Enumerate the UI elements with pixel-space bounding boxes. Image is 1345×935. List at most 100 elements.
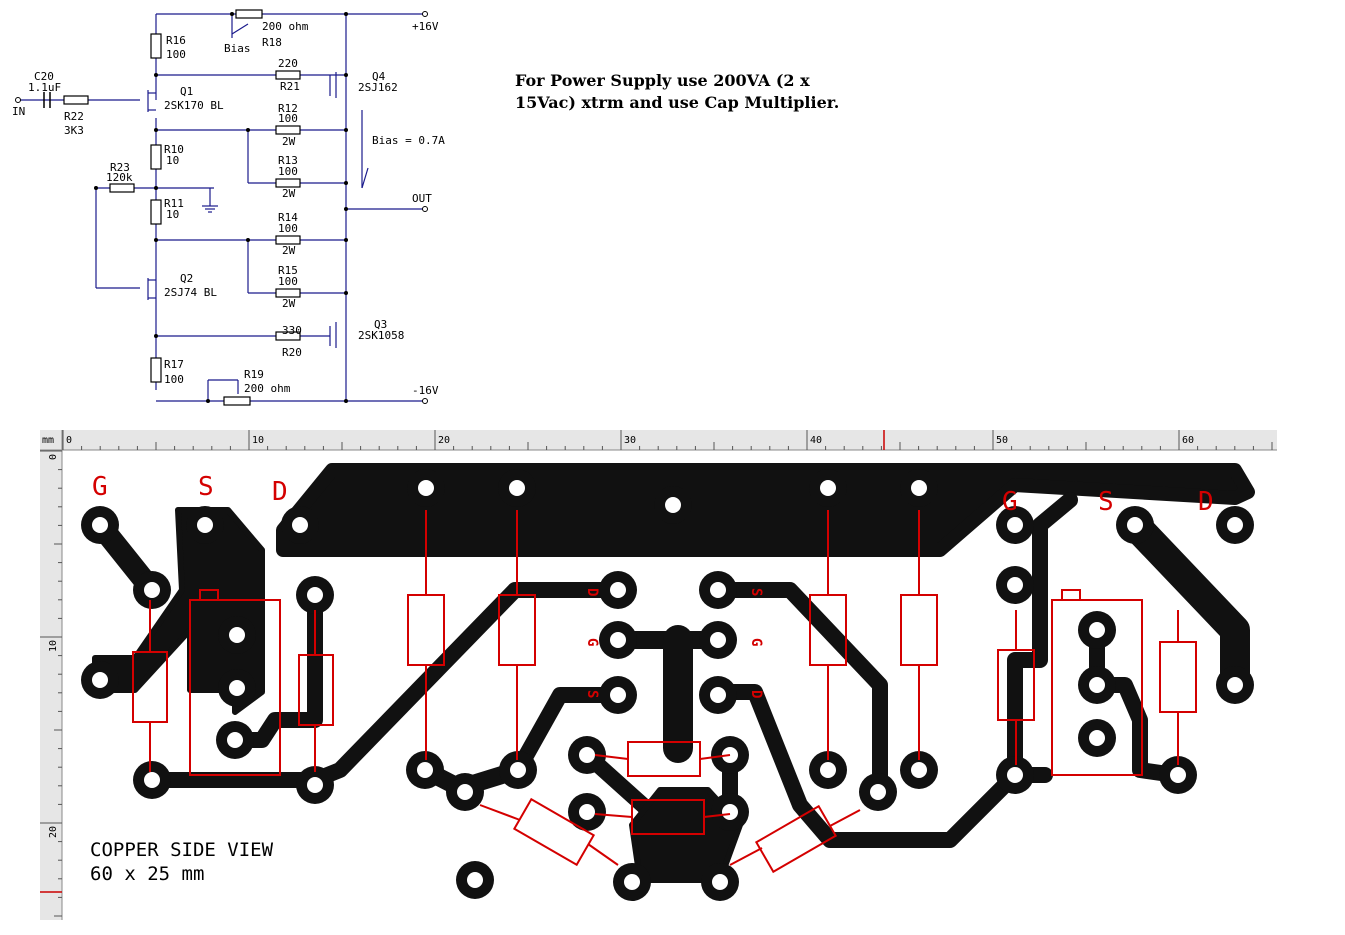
drill-hole	[229, 627, 245, 643]
drill-hole	[510, 762, 526, 778]
r15-ref: R15	[278, 264, 298, 277]
q1-ref: Q1	[180, 85, 193, 98]
r16-ref: R16	[166, 34, 186, 47]
drill-hole	[307, 587, 323, 603]
drill-hole	[292, 517, 308, 533]
pin-label-s-right: S	[1098, 487, 1114, 517]
r13-power: 2W	[282, 187, 296, 200]
drill-hole	[712, 874, 728, 890]
power-supply-note: For Power Supply use 200VA (2 x 15Vac) x…	[515, 71, 840, 112]
trace-right-power	[1120, 510, 1250, 700]
drill-hole	[624, 874, 640, 890]
pin-label-g-left: G	[92, 472, 108, 502]
drill-hole	[710, 632, 726, 648]
bias-current-label: Bias = 0.7A	[372, 134, 445, 147]
drill-hole	[820, 762, 836, 778]
amplifier-schematic: +16V -16V IN OUT Bias Bias = 0.7A C20 1.…	[12, 9, 445, 406]
drill-hole	[610, 632, 626, 648]
drill-hole	[870, 784, 886, 800]
r19-ref: R19	[244, 368, 264, 381]
drill-hole	[307, 777, 323, 793]
r19-value: 200 ohm	[244, 382, 291, 395]
ruler-left-20: 20	[48, 826, 59, 838]
r14-ref: R14	[278, 211, 298, 224]
q4-ref: Q4	[372, 70, 386, 83]
ruler-top-30: 30	[624, 435, 636, 446]
r12-ref: R12	[278, 102, 298, 115]
drill-hole	[911, 480, 927, 496]
r21-value: 220	[278, 57, 298, 70]
ruler-top	[40, 430, 1277, 450]
pcb-layout: mm 0 10 20 30 40 50 60 0 10 20	[40, 430, 1277, 920]
drill-hole	[227, 732, 243, 748]
drill-hole	[197, 517, 213, 533]
drill-hole	[1127, 517, 1143, 533]
drill-hole	[1170, 767, 1186, 783]
drill-hole	[144, 772, 160, 788]
ruler-top-40: 40	[810, 435, 822, 446]
r20-ref: R20	[282, 346, 302, 359]
drill-hole	[579, 747, 595, 763]
q4-part: 2SJ162	[358, 81, 398, 94]
rail-positive-label: +16V	[412, 20, 439, 33]
drill-hole	[579, 804, 595, 820]
drill-hole	[467, 872, 483, 888]
copper-view-title: COPPER SIDE VIEW	[90, 839, 274, 861]
bias-label: Bias	[224, 42, 251, 55]
drill-hole	[229, 680, 245, 696]
q2-part: 2SJ74 BL	[164, 286, 217, 299]
drill-hole	[1227, 517, 1243, 533]
r23-value: 120k	[106, 171, 133, 184]
c20-ref: C20	[34, 70, 54, 83]
board-size-label: 60 x 25 mm	[90, 863, 204, 885]
drill-hole	[1089, 622, 1105, 638]
rail-negative-label: -16V	[412, 384, 439, 397]
ruler-top-20: 20	[438, 435, 450, 446]
drill-hole	[610, 582, 626, 598]
pin-label-d-right: D	[1198, 487, 1214, 517]
r12-value: 100	[278, 112, 298, 125]
pin-label-g-right: G	[1002, 487, 1018, 517]
r12-power: 2W	[282, 135, 296, 148]
trace-right-bias	[1089, 622, 1183, 783]
drill-hole	[457, 784, 473, 800]
drill-hole	[92, 517, 108, 533]
q2-ref: Q2	[180, 272, 193, 285]
pin-label-d-center-right: D	[748, 690, 764, 698]
ruler-top-0: 0	[66, 435, 72, 446]
drill-hole	[1227, 677, 1243, 693]
r14-value: 100	[278, 222, 298, 235]
drill-hole	[911, 762, 927, 778]
r10-value: 10	[166, 154, 179, 167]
input-label: IN	[12, 105, 25, 118]
r15-power: 2W	[282, 297, 296, 310]
trace-bottom-left	[144, 582, 626, 788]
r10-ref: R10	[164, 143, 184, 156]
pin-label-s-left: S	[198, 472, 214, 502]
drill-hole	[92, 672, 108, 688]
c20-value: 1.1uF	[28, 81, 61, 94]
pin-label-s-center-right: S	[748, 588, 764, 596]
trace-right-s	[710, 582, 888, 796]
drill-hole	[1007, 577, 1023, 593]
drill-hole	[820, 480, 836, 496]
drill-hole	[710, 687, 726, 703]
r18-value: 200 ohm	[262, 20, 309, 33]
r15-value: 100	[278, 275, 298, 288]
ruler-top-50: 50	[996, 435, 1008, 446]
r18-ref: R18	[262, 36, 282, 49]
r22-value: 3K3	[64, 124, 84, 137]
r13-value: 100	[278, 165, 298, 178]
pin-label-d-left: D	[272, 477, 288, 507]
ruler-top-10: 10	[252, 435, 264, 446]
r21-ref: R21	[280, 80, 300, 93]
pin-label-d-center-left: D	[584, 588, 600, 596]
q1-part: 2SK170 BL	[164, 99, 224, 112]
drill-hole	[1007, 517, 1023, 533]
r17-ref: R17	[164, 358, 184, 371]
drill-hole	[509, 480, 525, 496]
r11-value: 10	[166, 208, 179, 221]
drill-hole	[665, 497, 681, 513]
drill-hole	[1089, 677, 1105, 693]
drill-hole	[144, 582, 160, 598]
